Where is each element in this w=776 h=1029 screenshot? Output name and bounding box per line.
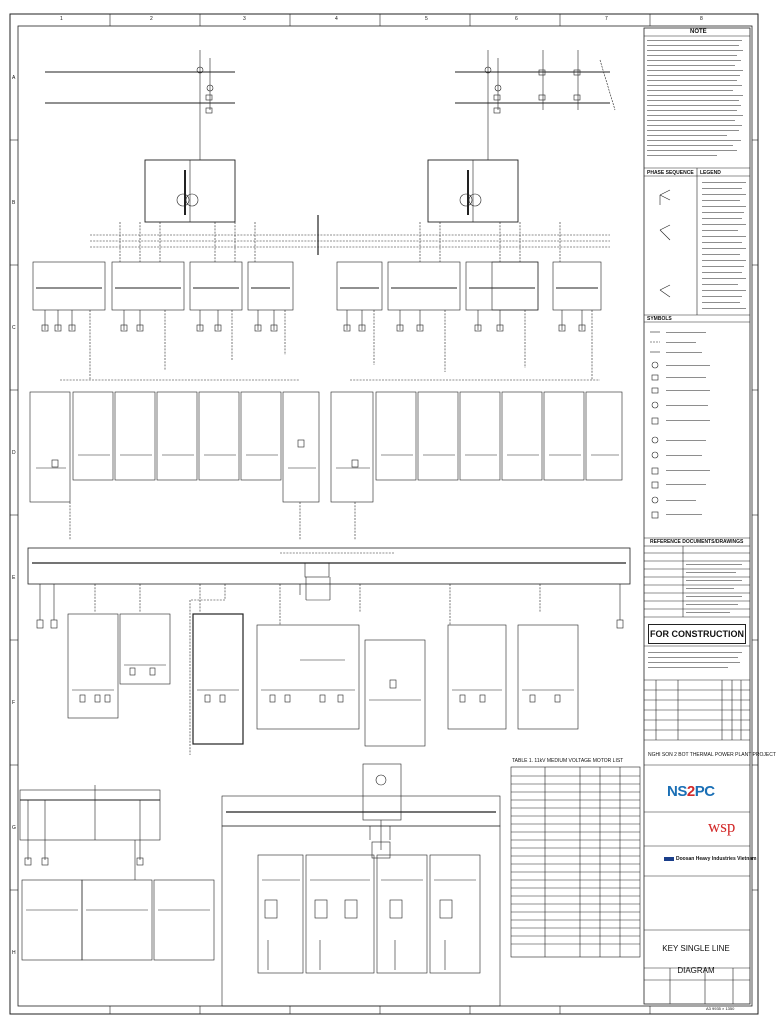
ns2pc-logo: NS2PC [667, 783, 715, 800]
grid-row-a: A [12, 75, 16, 81]
note-header: NOTE [690, 29, 707, 35]
table-title: TABLE 1. 11kV MEDIUM VOLTAGE MOTOR LIST [512, 758, 624, 764]
grid-row-d: D [12, 450, 16, 456]
grid-col-1: 1 [60, 16, 63, 22]
grid-col-7: 7 [605, 16, 608, 22]
project-title: NGHI SON 2 BOT THERMAL POWER PLANT PROJE… [648, 752, 776, 758]
grid-col-5: 5 [425, 16, 428, 22]
drawing-title: KEY SINGLE LINE DIAGRAM [662, 944, 730, 975]
grid-col-2: 2 [150, 16, 153, 22]
grid-col-8: 8 [700, 16, 703, 22]
grid-row-e: E [12, 575, 16, 581]
wsp-logo: wsp [708, 817, 736, 836]
reference-header: REFERENCE DOCUMENTS/DRAWINGS [650, 539, 744, 545]
grid-row-b: B [12, 200, 16, 206]
grid-row-g: G [12, 825, 16, 831]
grid-col-3: 3 [243, 16, 246, 22]
for-construction-stamp: FOR CONSTRUCTION [648, 624, 746, 644]
grid-col-4: 4 [335, 16, 338, 22]
grid-row-h: H [12, 950, 16, 956]
grid-row-c: C [12, 325, 16, 331]
phase-sequence-header: PHASE SEQUENCE [647, 170, 694, 176]
legend-header: LEGEND [700, 170, 721, 176]
doosan-logo: Doosan Heavy Industries Vietnam [664, 856, 757, 862]
grid-col-6: 6 [515, 16, 518, 22]
symbols-header: SYMBOLS [647, 316, 672, 322]
grid-row-f: F [12, 700, 16, 706]
sheet-size-ref: A3 9935 × 1350 [706, 1006, 735, 1011]
